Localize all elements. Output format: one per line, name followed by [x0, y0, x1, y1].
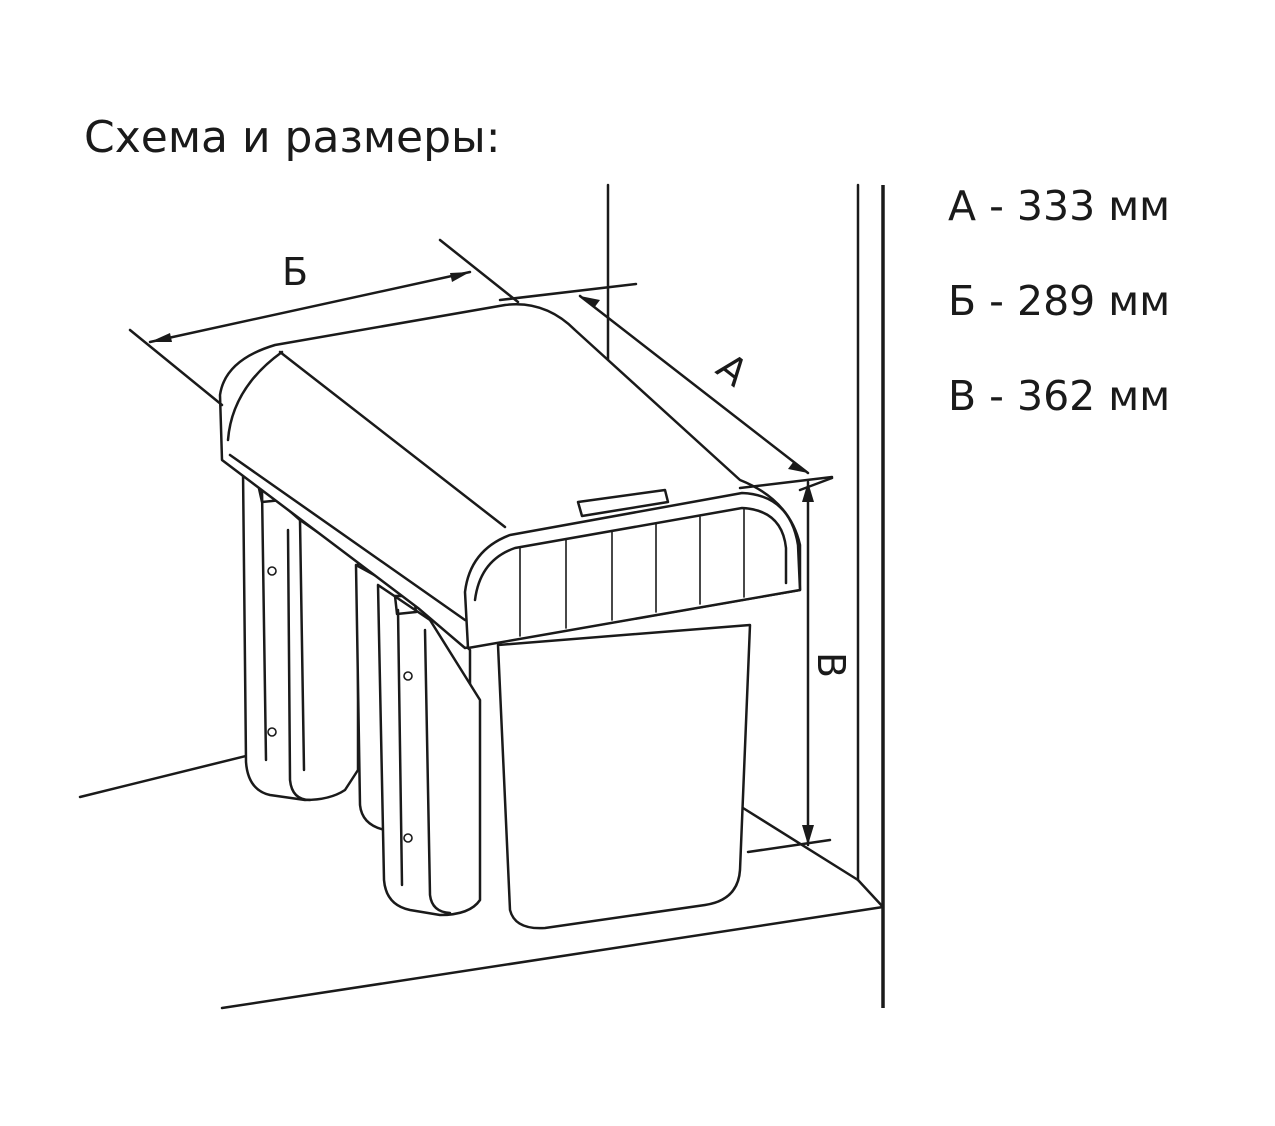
dimension-b-value: Б - 289 мм — [948, 277, 1171, 325]
bin-lid — [218, 303, 802, 650]
dimension-b: Б — [128, 238, 520, 407]
bin-rear — [241, 468, 360, 802]
bin-front — [496, 623, 752, 930]
dimension-v: В — [746, 476, 853, 854]
dimensions-legend: А - 333 мм Б - 289 мм В - 362 мм — [948, 186, 1248, 471]
bin-middle — [354, 563, 482, 917]
dimension-a-value: А - 333 мм — [948, 182, 1171, 230]
dimension-v-value: В - 362 мм — [948, 372, 1171, 420]
dim-label-b: Б — [282, 250, 308, 294]
diagram-title: Схема и размеры: — [84, 112, 501, 163]
dim-label-v: В — [809, 652, 853, 678]
dim-label-a: А — [708, 344, 756, 395]
